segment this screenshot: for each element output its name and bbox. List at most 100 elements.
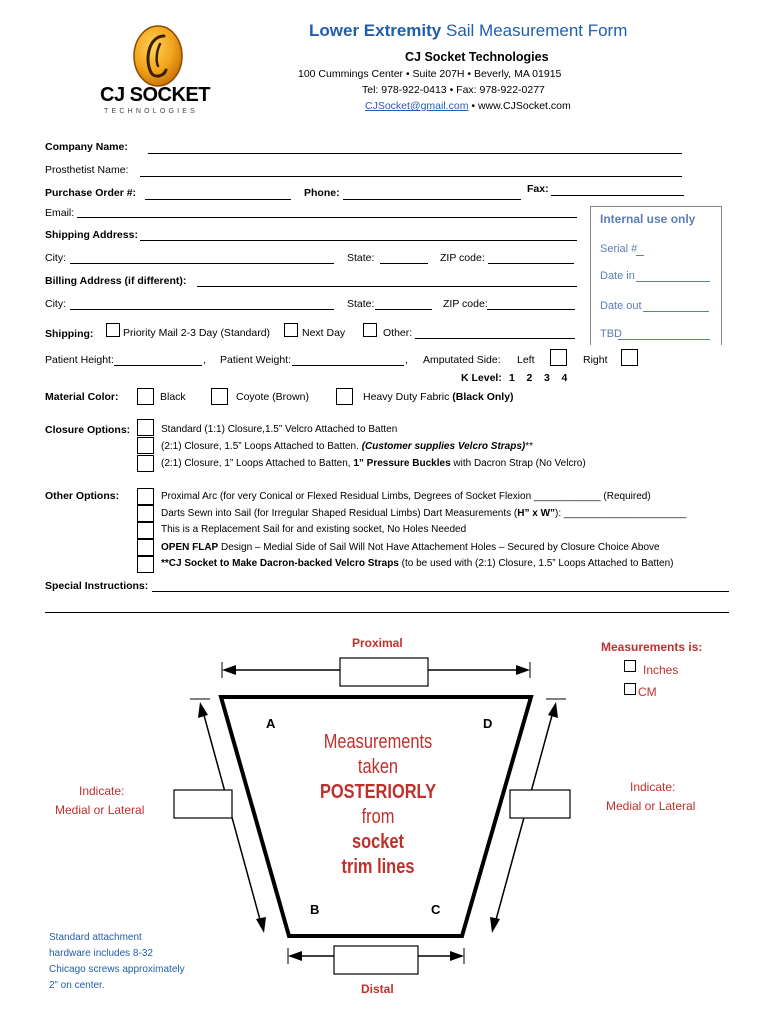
right-arrow-bottom-head [490, 917, 500, 933]
internal-serial-label: Serial # [600, 243, 638, 255]
corner-b-label: B [310, 902, 320, 917]
closure-opt3-checkbox[interactable] [137, 455, 154, 472]
fax-field[interactable] [551, 195, 684, 196]
other-opt5-label: **CJ Socket to Make Dacron-backed Velcro… [161, 558, 673, 569]
indicate-right-title: Indicate: [630, 780, 676, 794]
right-measure-box [509, 789, 571, 819]
height-comma: , [203, 354, 206, 366]
bottom-arrow-right-head [450, 951, 464, 961]
corner-d-label: D [483, 716, 493, 731]
form-title-bold: Lower Extremity [309, 21, 442, 40]
material-heavy-duty-checkbox[interactable] [336, 388, 353, 405]
city2-field[interactable] [70, 309, 334, 310]
city2-label: City: [45, 298, 66, 310]
patient-height-label: Patient Height: [45, 354, 114, 366]
cm-checkbox[interactable] [624, 683, 636, 695]
internal-date-out-field [643, 311, 709, 312]
measurements-is-label: Measurements is: [601, 640, 703, 654]
ship-other-checkbox[interactable] [363, 323, 377, 337]
state1-field[interactable] [380, 263, 428, 264]
closure-opt1-checkbox[interactable] [137, 419, 154, 436]
internal-use-title: Internal use only [600, 212, 696, 226]
fax-label: Fax: [527, 183, 549, 195]
other-opt2-c: ): ______________________ [555, 508, 687, 519]
top-measure-box [339, 657, 429, 687]
company-name-label: Company Name: [45, 141, 128, 153]
closure-opt3-b: 1” Pressure Buckles [353, 458, 451, 469]
other-opt5-checkbox[interactable] [137, 556, 154, 573]
ship-nextday-checkbox[interactable] [284, 323, 298, 337]
internal-tbd-field [618, 339, 710, 340]
hardware-note-line-2: hardware includes 8-32 [49, 948, 153, 959]
internal-date-in-label: Date in [600, 270, 635, 282]
closure-opt2-checkbox[interactable] [137, 437, 154, 454]
other-opt1-checkbox[interactable] [137, 488, 154, 505]
patient-height-field[interactable] [114, 365, 202, 366]
closure-opt3-c: with Dacron Strap (No Velcro) [450, 458, 586, 469]
material-heavy-duty-label: Heavy Duty Fabric (Black Only) [363, 391, 514, 403]
zip2-label: ZIP code: [443, 298, 488, 310]
ship-priority-checkbox[interactable] [106, 323, 120, 337]
special-instructions-field-2[interactable] [45, 612, 729, 613]
ship-other-field[interactable] [415, 338, 575, 339]
closure-opt2-b: (Customer supplies Velcro Straps) [361, 441, 526, 452]
indicate-left-text: Medial or Lateral [55, 803, 145, 817]
form-title: Lower Extremity Sail Measurement Form [309, 21, 627, 41]
zip1-field[interactable] [488, 263, 574, 264]
weight-comma: , [405, 354, 408, 366]
special-instructions-field[interactable] [152, 591, 729, 592]
special-instructions-label: Special Instructions: [45, 580, 149, 592]
billing-address-field[interactable] [197, 286, 577, 287]
billing-address-label: Billing Address (if different): [45, 275, 187, 287]
company-web: • www.CJSocket.com [468, 100, 571, 112]
closure-opt2-a: (2:1) Closure, 1.5” Loops Attached to Ba… [161, 441, 362, 452]
diagram-center-text: Measurements taken POSTERIORLY from sock… [290, 730, 466, 880]
purchase-order-field[interactable] [145, 199, 291, 200]
side-left-label: Left [517, 354, 535, 366]
corner-a-label: A [266, 716, 276, 731]
amputated-side-label: Amputated Side: [423, 354, 501, 366]
logo-name: CJ SOCKET [100, 84, 210, 106]
logo-subtitle: TECHNOLOGIES [104, 108, 199, 115]
side-right-checkbox[interactable] [621, 349, 638, 366]
shipping-address-field[interactable] [140, 240, 577, 241]
material-coyote-checkbox[interactable] [211, 388, 228, 405]
city1-label: City: [45, 252, 66, 264]
state2-field[interactable] [375, 309, 432, 310]
other-opt3-label: This is a Replacement Sail for and exist… [161, 524, 467, 535]
city1-field[interactable] [70, 263, 334, 264]
bottom-measure-box [333, 945, 419, 975]
shipping-address-label: Shipping Address: [45, 229, 138, 241]
company-email-link[interactable]: CJSocket@gmail.com [365, 100, 469, 112]
zip2-field[interactable] [487, 309, 575, 310]
closure-opt3-label: (2:1) Closure, 1” Loops Attached to Batt… [161, 458, 586, 469]
internal-tbd-label: TBD [600, 328, 622, 340]
prosthetist-label: Prosthetist Name: [45, 164, 129, 176]
prosthetist-field[interactable] [140, 176, 682, 177]
internal-date-out-label: Date out [600, 300, 642, 312]
other-opt4-checkbox[interactable] [137, 539, 154, 556]
other-opt2-checkbox[interactable] [137, 505, 154, 522]
ship-priority-label: Priority Mail 2-3 Day (Standard) [123, 327, 271, 339]
top-arrow-left-head [222, 665, 236, 675]
other-opt4-b: Design – Medial Side of Sail Will Not Ha… [218, 542, 660, 553]
center-line-5: socket [352, 831, 404, 853]
right-arrow-top-head [548, 702, 558, 718]
zip1-label: ZIP code: [440, 252, 485, 264]
other-opt3-checkbox[interactable] [137, 522, 154, 539]
side-left-checkbox[interactable] [550, 349, 567, 366]
company-name-field[interactable] [148, 153, 682, 154]
center-line-6: trim lines [341, 856, 415, 878]
patient-weight-field[interactable] [292, 365, 404, 366]
proximal-label: Proximal [352, 636, 403, 650]
state2-label: State: [347, 298, 375, 310]
indicate-left-title: Indicate: [79, 784, 125, 798]
email-field[interactable] [77, 217, 577, 218]
phone-field[interactable] [343, 199, 521, 200]
state1-label: State: [347, 252, 375, 264]
heavy-duty-text: Heavy Duty Fabric [363, 391, 453, 403]
ship-other-label: Other: [383, 327, 413, 339]
inches-checkbox[interactable] [624, 660, 636, 672]
material-black-label: Black [160, 391, 186, 403]
material-black-checkbox[interactable] [137, 388, 154, 405]
